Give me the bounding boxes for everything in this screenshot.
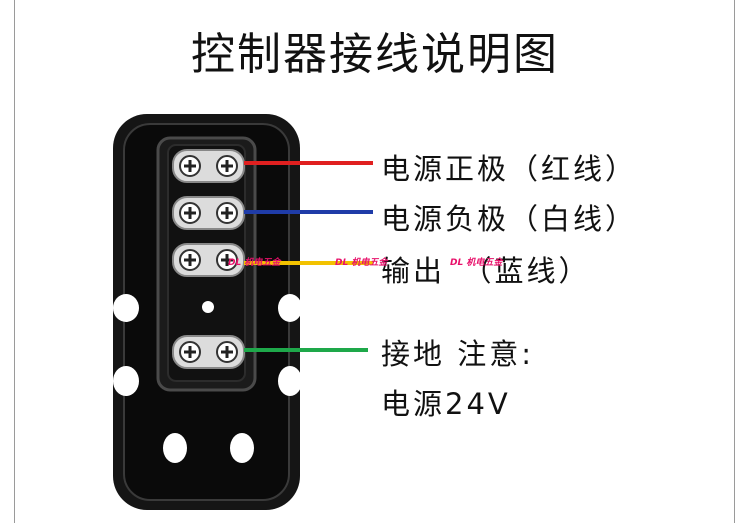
- watermark: DL 机电五金: [450, 258, 503, 268]
- terminal-positive: [172, 149, 245, 183]
- label-output: 输出 （蓝线）: [381, 254, 591, 288]
- terminal-negative: [172, 196, 245, 230]
- center-hole: [202, 301, 214, 313]
- label-negative: 电源负极（白线）: [381, 202, 638, 236]
- mount-hole-right-upper: [278, 294, 302, 322]
- frame-right-border: [734, 0, 735, 523]
- watermark: DL 机电五金: [335, 258, 388, 268]
- label-positive: 电源正极（红线）: [381, 152, 638, 186]
- label-ground-note: 接地 注意:: [381, 337, 534, 371]
- mount-hole-left-upper: [113, 294, 139, 322]
- mount-hole-left-lower: [113, 366, 139, 396]
- mount-hole-bottom-left: [163, 433, 187, 463]
- mount-hole-right-lower: [278, 366, 302, 396]
- terminal-ground: [172, 335, 245, 369]
- terminal-output: [172, 243, 245, 277]
- mount-hole-bottom-right: [230, 433, 254, 463]
- watermark: DL 机电五金: [228, 258, 281, 268]
- label-voltage: 电源24V: [381, 387, 511, 421]
- diagram-title: 控制器接线说明图: [191, 29, 559, 80]
- frame-left-border: [14, 0, 15, 523]
